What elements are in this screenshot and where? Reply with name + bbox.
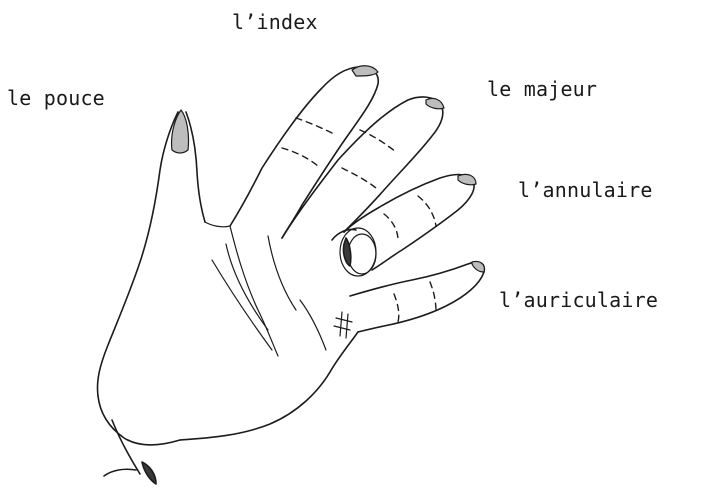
index-label: l’index (232, 12, 318, 32)
ring-finger-label: l’annulaire (518, 180, 653, 200)
little-finger-label: l’auriculaire (499, 290, 658, 310)
palm-drawing (98, 226, 358, 484)
ring-finger-drawing (332, 174, 476, 276)
thumb-label: le pouce (7, 88, 105, 108)
thumb-drawing (97, 110, 230, 396)
middle-finger-label: le majeur (487, 79, 597, 99)
index-finger-drawing (230, 66, 378, 238)
